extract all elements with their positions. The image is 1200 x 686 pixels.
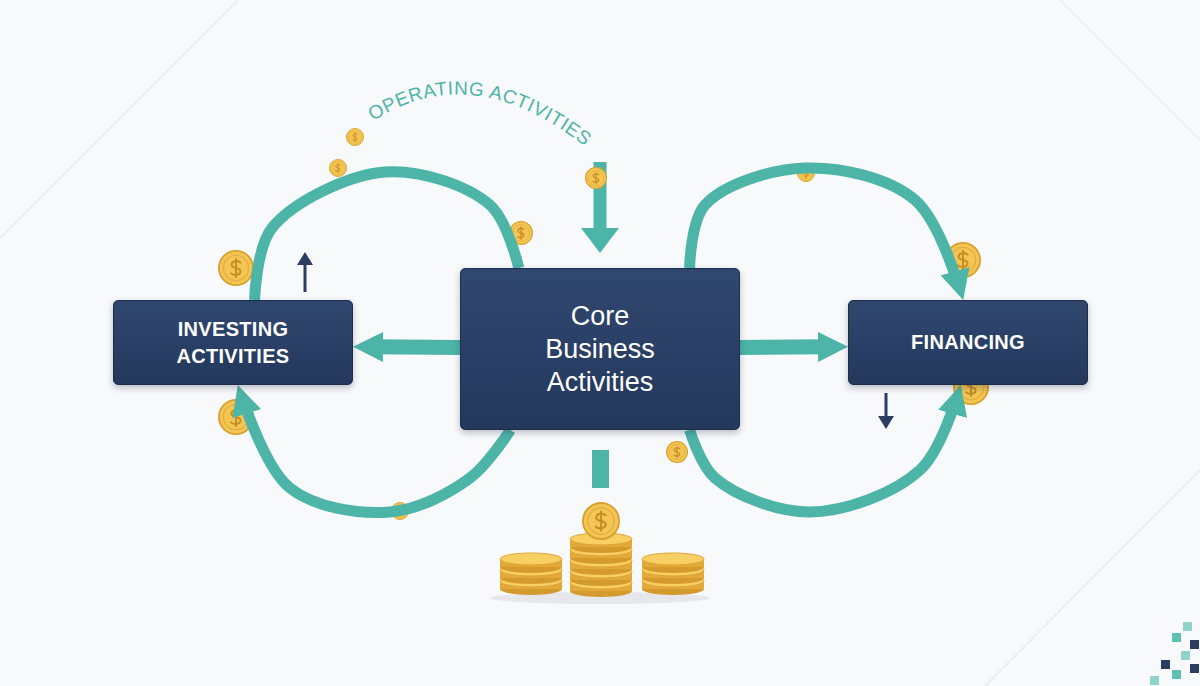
coin xyxy=(219,251,253,285)
coin xyxy=(329,159,346,176)
arrow-head xyxy=(297,252,313,265)
curved-label: OPERATING ACTIVITIES xyxy=(364,77,595,149)
arrow-shaft xyxy=(304,263,307,292)
arrow-shaft xyxy=(885,393,888,418)
arrow-head xyxy=(581,228,619,253)
section-label: OPERATING ACTIVITIES xyxy=(364,77,595,149)
stacked-coin xyxy=(500,553,562,573)
core-box: Core Business Activities xyxy=(460,268,740,430)
stacked-coin xyxy=(642,553,704,573)
pixel-square xyxy=(1161,660,1170,669)
activity-box: INVESTING ACTIVITIES xyxy=(113,300,353,385)
coin-stack xyxy=(500,503,704,597)
box-label: Core Business Activities xyxy=(530,300,670,399)
operating-down-arrow xyxy=(581,162,619,253)
pixel-square xyxy=(1181,651,1190,660)
flow-arrow xyxy=(740,339,848,355)
flow-arrow xyxy=(353,339,460,355)
box-label: INVESTING ACTIVITIES xyxy=(158,316,308,370)
navy-down-arrow xyxy=(878,393,894,429)
coin xyxy=(667,442,688,463)
navy-up-arrow xyxy=(297,252,313,292)
coin xyxy=(346,128,363,145)
pixel-square xyxy=(1150,676,1159,685)
background-line xyxy=(0,0,238,238)
arrow-head xyxy=(878,416,894,429)
coin xyxy=(583,503,619,539)
background-line xyxy=(985,470,1200,686)
pixel-square xyxy=(1172,670,1181,679)
activity-box: FINANCING xyxy=(848,300,1088,385)
pixel-square xyxy=(1172,633,1181,642)
cash-bar xyxy=(592,450,609,488)
box-label: FINANCING xyxy=(911,329,1025,356)
background-line xyxy=(1060,0,1200,140)
label-layer: OPERATING ACTIVITIES xyxy=(364,77,595,149)
coin xyxy=(586,168,607,189)
pixel-squares xyxy=(1150,622,1199,685)
pixel-square xyxy=(1190,640,1199,649)
pixel-square xyxy=(1190,664,1199,673)
pixel-square xyxy=(1183,622,1192,631)
